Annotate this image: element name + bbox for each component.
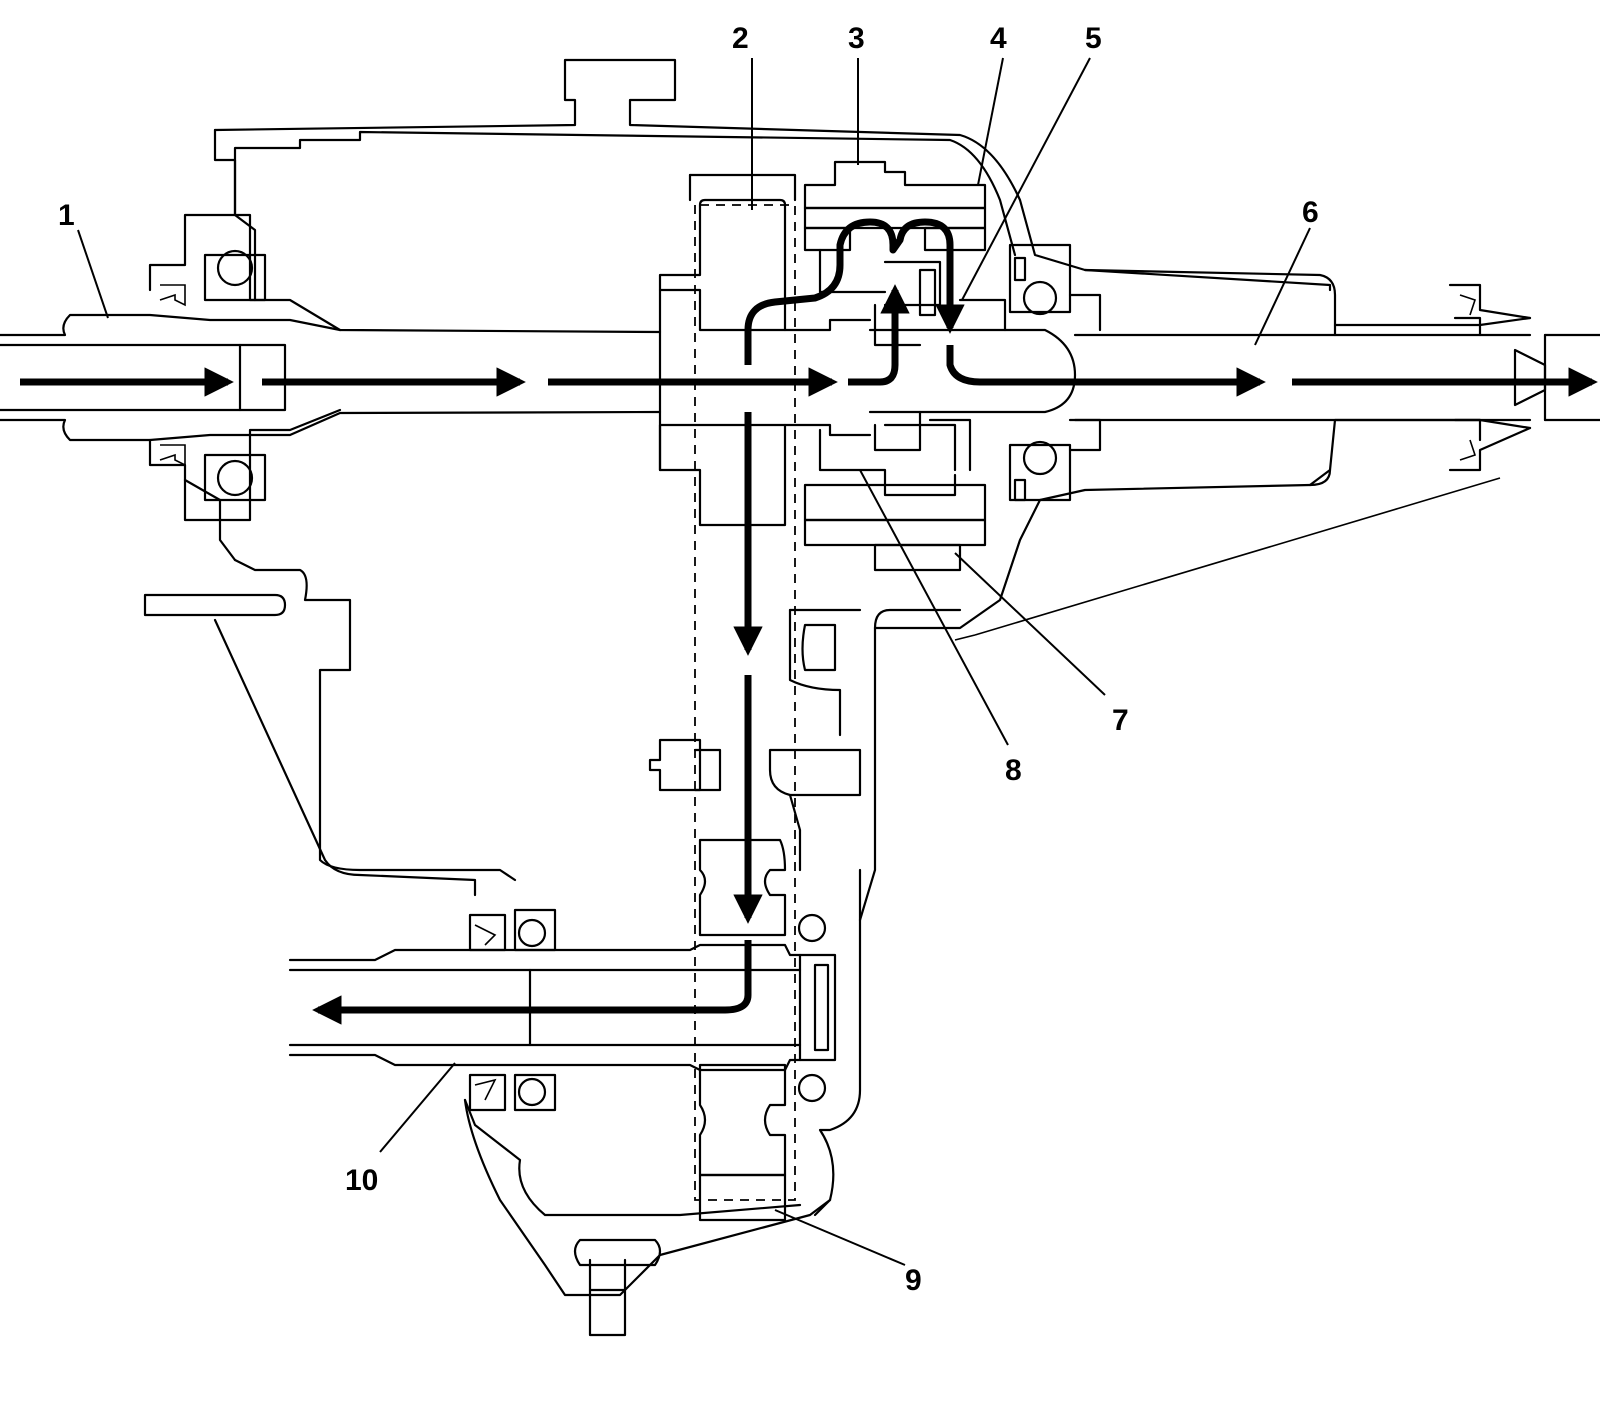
planetary-gear-set — [803, 160, 1532, 572]
callout-8: 8 — [1005, 754, 1022, 787]
callout-6: 6 — [1302, 196, 1319, 229]
flow-arrow-to-output-shaft — [946, 345, 1266, 397]
drive-sprocket — [658, 173, 1600, 527]
callout-9: 9 — [905, 1264, 922, 1297]
callout-1: 1 — [58, 199, 75, 232]
housing — [143, 58, 1532, 1337]
leader-lines — [77, 57, 1311, 1266]
driven-sprocket — [288, 838, 837, 1222]
callout-10: 10 — [345, 1164, 378, 1197]
input-shaft — [0, 249, 662, 502]
flow-arrow-planetary-up — [848, 284, 910, 386]
power-flow — [20, 218, 1598, 1025]
callout-4: 4 — [990, 22, 1007, 55]
callout-5: 5 — [1085, 22, 1102, 55]
callout-2: 2 — [732, 22, 749, 55]
callouts: 1 2 3 4 5 6 7 8 9 10 — [58, 22, 1319, 1297]
callout-3: 3 — [848, 22, 865, 55]
flow-arrow-loop — [744, 218, 965, 365]
flow-arrow-front-output — [312, 940, 752, 1025]
chain-path-dashed-box — [694, 204, 796, 1201]
mid-casing — [648, 608, 862, 872]
callout-7: 7 — [1112, 704, 1129, 737]
